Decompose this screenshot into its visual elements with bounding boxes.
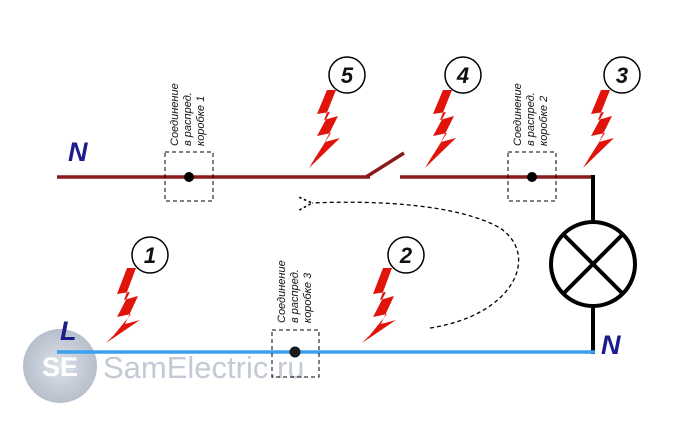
lightning-icon	[106, 268, 140, 343]
marker-1: 1	[106, 236, 169, 343]
marker-4: 4	[425, 56, 482, 168]
junction-box-3: Соединение в распред. коробке 3	[271, 257, 320, 378]
junction-box-1: Соединение в распред. коробке 1	[164, 80, 214, 202]
marker-number: 1	[144, 243, 156, 268]
marker-number: 3	[616, 63, 628, 88]
marker-number: 5	[341, 63, 354, 88]
lightning-icon	[425, 90, 456, 168]
lightning-icon	[583, 90, 614, 168]
marker-3: 3	[583, 56, 641, 168]
watermark-logo-circle	[23, 329, 97, 403]
switch-contact	[365, 151, 405, 179]
watermark: SE SamElectric.ru	[23, 329, 305, 403]
junction-label: Соединение в распред. коробке 3	[276, 257, 314, 323]
junction-dot	[184, 172, 194, 182]
junction-label: Соединение в распред. коробке 2	[512, 80, 550, 146]
junction-dot	[527, 172, 537, 182]
junction-dot	[289, 346, 301, 358]
marker-number: 4	[456, 63, 469, 88]
phase-label: L	[60, 316, 77, 346]
marker-5: 5	[309, 56, 366, 168]
lightning-icon	[362, 268, 396, 343]
marker-number: 2	[399, 243, 413, 268]
lamp-icon	[549, 220, 637, 308]
junction-box-2: Соединение в распред. коробке 2	[507, 80, 557, 202]
dashed-arrow	[312, 202, 520, 329]
neutral-label: N	[68, 137, 88, 167]
junction-label: Соединение в распред. коробке 1	[169, 80, 207, 146]
lightning-icon	[309, 90, 340, 168]
lamp-neutral-label: N	[601, 330, 621, 360]
watermark-text: SamElectric.ru	[103, 350, 305, 385]
watermark-logo-text: SE	[42, 352, 78, 382]
neutral-wire	[57, 151, 593, 179]
marker-2: 2	[362, 236, 425, 343]
